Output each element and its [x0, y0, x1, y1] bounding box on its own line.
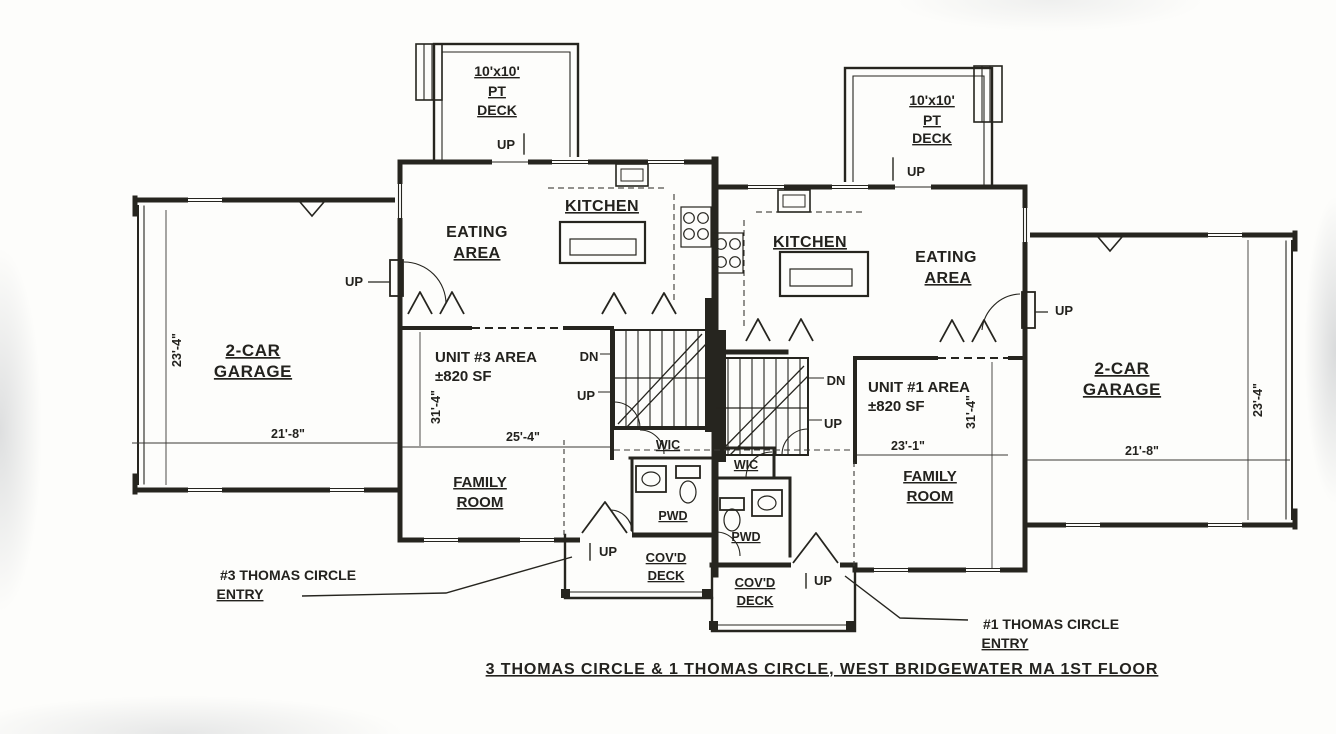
door-swings: [407, 291, 997, 564]
entry-callout: #3 THOMAS CIRCLE: [220, 567, 356, 583]
garage-label: 2-CAR: [226, 341, 281, 360]
door-arcs: [368, 259, 1048, 557]
eating-area-label: AREA: [454, 245, 501, 262]
sink-unit3: [615, 163, 649, 187]
covd-deck-label: COV'D: [646, 550, 687, 565]
entry-door-unit3: [581, 501, 628, 534]
entry-callout: ENTRY: [982, 635, 1030, 651]
labels-unit3: 10'x10' PT DECK UP EATING AREA KITCHEN 2…: [170, 63, 688, 602]
stair-dn-label: DN: [827, 373, 846, 388]
family-room-label: ROOM: [907, 488, 954, 505]
window-openings: [188, 157, 1242, 575]
unit-area-label: UNIT #3 AREA: [435, 349, 537, 366]
garage-door-unit3: [389, 259, 404, 297]
covd-up-label: UP: [599, 544, 617, 559]
deck-up-label: UP: [907, 164, 925, 179]
stair-dn-label: DN: [580, 349, 599, 364]
lav-sink-unit1: [751, 489, 783, 517]
garage-up-label: UP: [1055, 303, 1073, 318]
unit-sf-label: ±820 SF: [435, 368, 492, 385]
deck-pt-label: PT: [488, 83, 506, 99]
kitchen-label: KITCHEN: [773, 234, 847, 251]
garage-up-label: UP: [345, 274, 363, 289]
dim-unit-width: 23'-1": [891, 439, 925, 453]
labels-unit1: 10'x10' PT DECK UP KITCHEN EATING AREA 2…: [731, 92, 1265, 651]
kitchen-unit1-fixtures: [712, 189, 870, 330]
deck-label: DECK: [477, 102, 517, 118]
unit-sf-label: ±820 SF: [868, 398, 925, 415]
dim-unit-depth: 31'-4": [429, 390, 443, 424]
covd-deck-label: COV'D: [735, 575, 776, 590]
pwd-label: PWD: [731, 530, 760, 544]
covd-deck-label: DECK: [648, 568, 685, 583]
entry-callout: ENTRY: [217, 586, 265, 602]
eating-area-label: EATING: [446, 224, 508, 241]
entry-leader-lines: [301, 556, 969, 621]
powder-room-fixtures: [635, 465, 783, 532]
island-unit1: [778, 250, 870, 298]
deck-pt-label: PT: [923, 112, 941, 128]
garage-label: 2-CAR: [1095, 359, 1150, 378]
dim-garage-width: 21'-8": [1125, 444, 1159, 458]
deck-label: DECK: [912, 130, 952, 146]
eating-area-label: AREA: [925, 270, 972, 287]
stair-up-label: UP: [577, 388, 595, 403]
family-room-label: ROOM: [457, 494, 504, 511]
sink-unit1: [777, 189, 811, 213]
covered-deck-unit3: [563, 533, 714, 600]
dim-unit-width: 25'-4": [506, 430, 540, 444]
garage-label: GARAGE: [1083, 380, 1161, 399]
dimension-lines: [132, 210, 1290, 568]
covd-deck-label: DECK: [737, 593, 774, 608]
toilet-unit1: [719, 497, 745, 511]
covered-deck-unit1: [710, 563, 857, 633]
walls-and-structure: [132, 42, 1298, 633]
dim-garage-depth: 23'-4": [1251, 383, 1265, 417]
entry-door-unit1: [792, 532, 839, 564]
covd-up-label: UP: [814, 573, 832, 588]
stairs-unit1: [715, 357, 824, 456]
wic-label: WIC: [734, 458, 758, 472]
range-unit1: [712, 232, 744, 274]
pwd-label: PWD: [658, 509, 687, 523]
stair-core-walls: [561, 298, 855, 630]
family-room-label: FAMILY: [903, 468, 957, 485]
toilet-unit3: [675, 465, 701, 479]
deck-size-label: 10'x10': [909, 92, 955, 108]
entry-callout: #1 THOMAS CIRCLE: [983, 616, 1119, 632]
garage-label: GARAGE: [214, 362, 292, 381]
plan-title: 3 THOMAS CIRCLE & 1 THOMAS CIRCLE, WEST …: [486, 661, 1159, 678]
dim-garage-width: 21'-8": [271, 427, 305, 441]
unit-area-label: UNIT #1 AREA: [868, 379, 970, 396]
dim-unit-depth: 31'-4": [964, 395, 978, 429]
wic-label: WIC: [656, 438, 680, 452]
lav-sink-unit3: [635, 465, 667, 493]
range-unit3: [680, 206, 712, 248]
deck-up-label: UP: [497, 137, 515, 152]
eating-area-label: EATING: [915, 249, 977, 266]
dim-garage-depth: 23'-4": [170, 333, 184, 367]
kitchen-unit3-fixtures: [548, 163, 712, 302]
kitchen-label: KITCHEN: [565, 198, 639, 215]
deck-size-label: 10'x10': [474, 63, 520, 79]
stair-up-label: UP: [824, 416, 842, 431]
island-unit3: [558, 220, 647, 265]
garage-door-unit1: [1021, 291, 1036, 329]
family-room-label: FAMILY: [453, 474, 507, 491]
stairs-unit3: [598, 329, 707, 429]
